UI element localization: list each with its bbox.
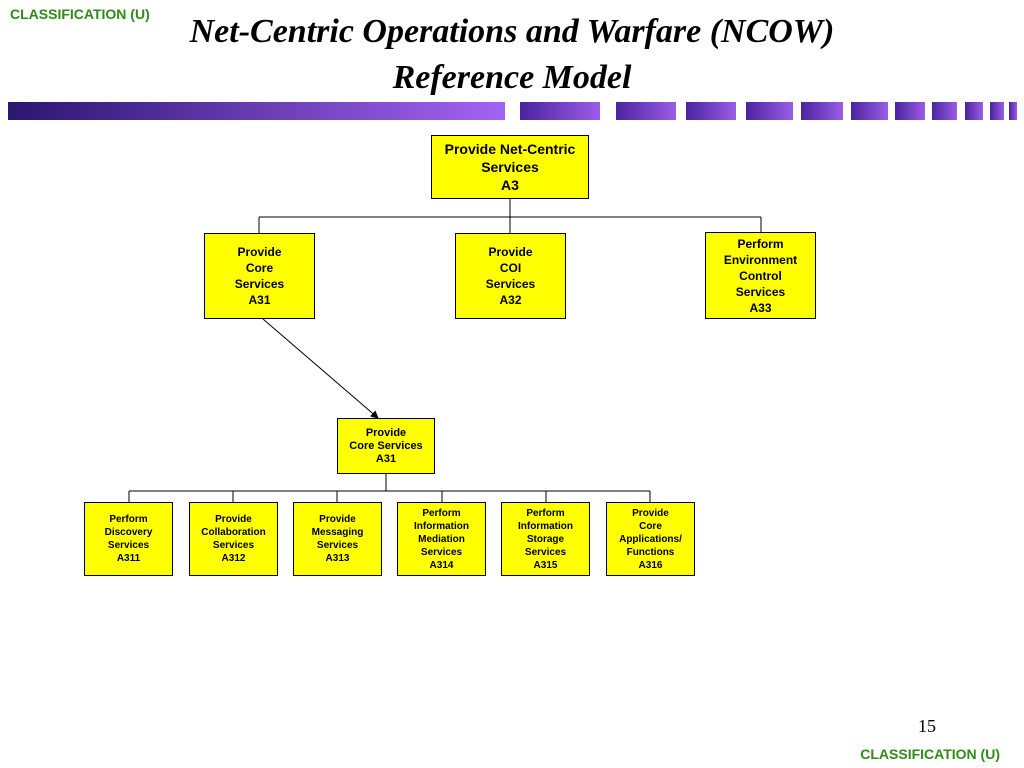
- node-a312: Provide Collaboration Services A312: [189, 502, 278, 576]
- node-a33: Perform Environment Control Services A33: [705, 232, 816, 319]
- node-a313: Provide Messaging Services A313: [293, 502, 382, 576]
- slide-title-line2: Reference Model: [392, 59, 632, 96]
- classification-bottom: CLASSIFICATION (U): [860, 746, 1000, 762]
- node-a315: Perform Information Storage Services A31…: [501, 502, 590, 576]
- slide-title-line1: Net-Centric Operations and Warfare (NCOW…: [189, 13, 835, 50]
- node-a316: Provide Core Applications/ Functions A31…: [606, 502, 695, 576]
- node-a311: Perform Discovery Services A311: [84, 502, 173, 576]
- decorative-bar-strip: [8, 102, 1017, 120]
- node-a31-detail: Provide Core Services A31: [337, 418, 435, 474]
- classification-top: CLASSIFICATION (U): [10, 6, 150, 22]
- expansion-arrow: [262, 318, 379, 419]
- node-a314: Perform Information Mediation Services A…: [397, 502, 486, 576]
- node-a32: Provide COI Services A32: [455, 233, 566, 319]
- page-number: 15: [918, 716, 936, 736]
- node-a3: Provide Net-Centric Services A3: [431, 135, 589, 199]
- node-a31: Provide Core Services A31: [204, 233, 315, 319]
